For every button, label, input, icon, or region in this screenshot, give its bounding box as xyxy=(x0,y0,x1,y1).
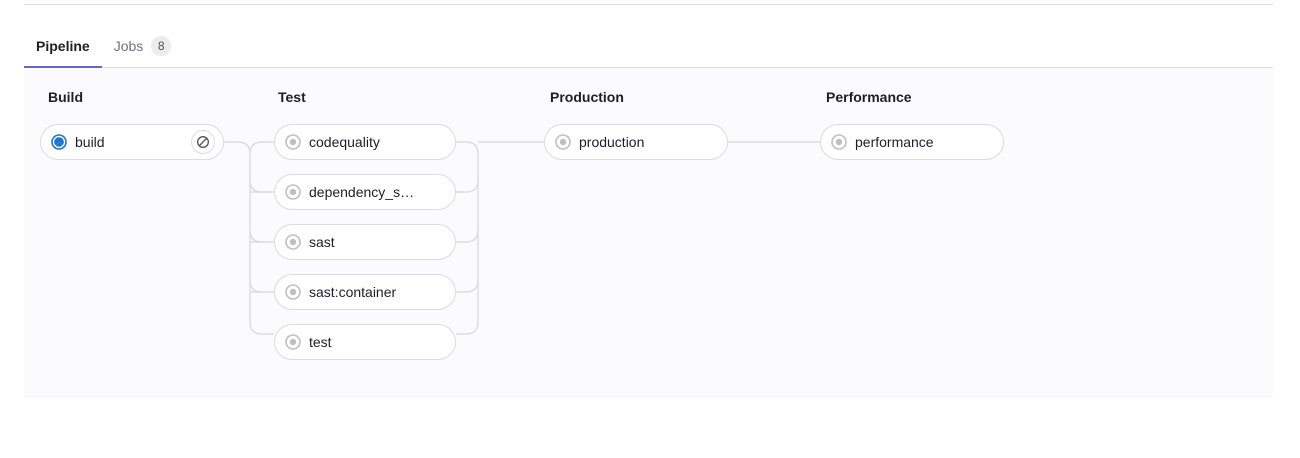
stage-title-test: Test xyxy=(278,89,306,105)
job-node-test[interactable]: test xyxy=(274,324,456,360)
tab-jobs-label: Jobs xyxy=(113,37,144,54)
job-label-codequality: codequality xyxy=(309,134,380,150)
stage-title-production: Production xyxy=(550,89,624,105)
job-label-production: production xyxy=(579,134,645,150)
tab-jobs-count-badge: 8 xyxy=(151,35,172,56)
tab-jobs[interactable]: Jobs 8 xyxy=(102,24,184,67)
tab-pipeline[interactable]: Pipeline xyxy=(24,24,102,68)
status-running-icon xyxy=(51,134,67,150)
job-node-sast[interactable]: sast xyxy=(274,224,456,260)
pipeline-connectors xyxy=(224,141,820,335)
status-created-icon xyxy=(831,134,847,150)
job-node-build[interactable]: build xyxy=(40,124,224,160)
job-node-performance[interactable]: performance xyxy=(820,124,1004,160)
job-label-dependency-scanning: dependency_s… xyxy=(309,184,415,200)
status-created-icon xyxy=(285,234,301,250)
stage-title-performance: Performance xyxy=(826,89,912,105)
cancel-job-button[interactable] xyxy=(191,130,215,154)
job-node-sast-container[interactable]: sast:container xyxy=(274,274,456,310)
status-created-icon xyxy=(285,284,301,300)
cancel-icon xyxy=(197,136,209,148)
job-node-dependency-scanning[interactable]: dependency_s… xyxy=(274,174,456,210)
status-created-icon xyxy=(555,134,571,150)
pipeline-graph: Build build Test xyxy=(24,68,1273,398)
job-label-test: test xyxy=(309,334,332,350)
job-node-production[interactable]: production xyxy=(544,124,728,160)
stage-title-build: Build xyxy=(48,89,83,105)
status-created-icon xyxy=(285,184,301,200)
job-label-sast-container: sast:container xyxy=(309,284,397,300)
status-created-icon xyxy=(285,334,301,350)
status-created-icon xyxy=(285,134,301,150)
job-node-codequality[interactable]: codequality xyxy=(274,124,456,160)
job-label-performance: performance xyxy=(855,134,934,150)
pipeline-detail-tabs: Pipeline Jobs 8 xyxy=(24,24,1273,68)
tab-pipeline-label: Pipeline xyxy=(36,37,90,54)
top-divider xyxy=(24,4,1273,5)
job-label-sast: sast xyxy=(309,234,335,250)
job-label-build: build xyxy=(75,134,105,150)
